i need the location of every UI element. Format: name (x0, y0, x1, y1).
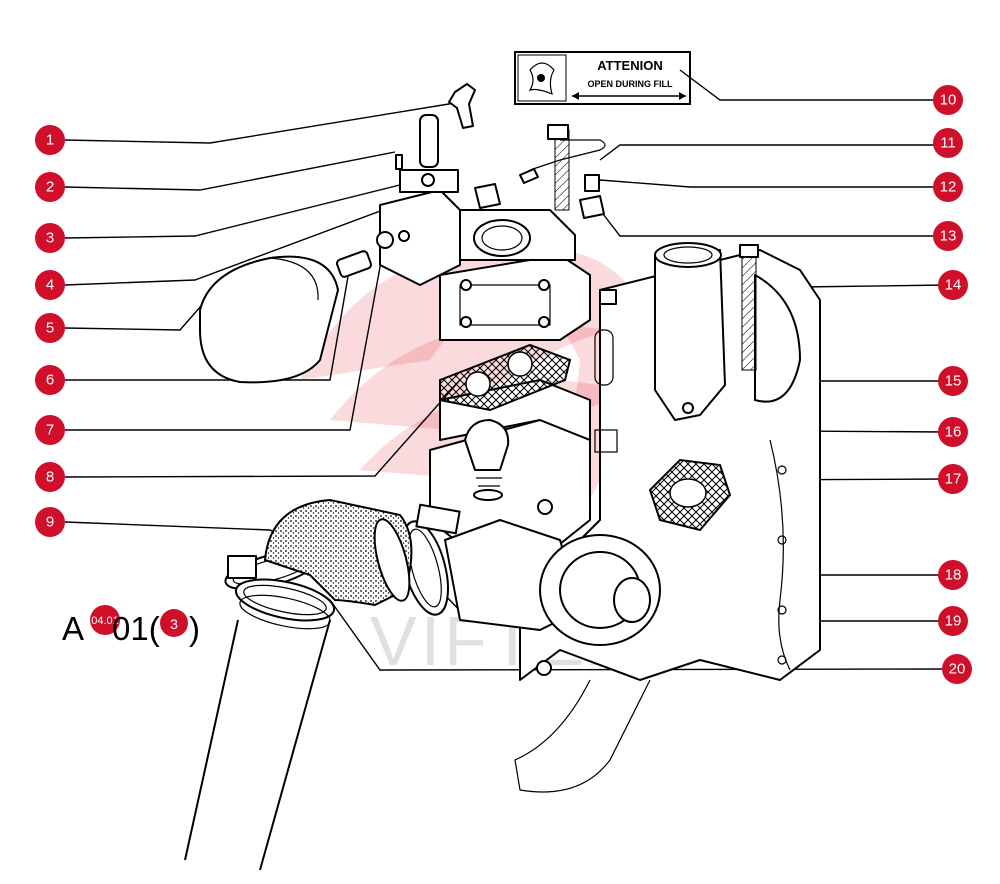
callout-11[interactable]: 11 (933, 128, 963, 158)
svg-text:12: 12 (940, 179, 957, 196)
svg-text:19: 19 (945, 613, 962, 630)
callout-1[interactable]: 1 (35, 125, 65, 155)
oil-filter (199, 255, 339, 384)
water-pump (444, 499, 661, 676)
reference-badge-left-text: 04.01 (91, 615, 119, 627)
callout-12[interactable]: 12 (933, 172, 963, 202)
svg-text:20: 20 (949, 661, 966, 678)
reference-suffix: ) (189, 610, 200, 647)
reference-middle: 01( (112, 610, 160, 647)
callout-7[interactable]: 7 (35, 415, 65, 445)
svg-text:2: 2 (46, 179, 54, 196)
svg-text:8: 8 (46, 469, 54, 486)
svg-text:9: 9 (46, 514, 54, 531)
callout-19[interactable]: 19 (938, 606, 968, 636)
callout-2[interactable]: 2 (35, 172, 65, 202)
gaskets (439, 343, 732, 532)
thermostat (464, 419, 510, 501)
svg-text:16: 16 (945, 424, 962, 441)
callout-16[interactable]: 16 (938, 417, 968, 447)
leader-lines (64, 69, 948, 671)
reference-badge-left (90, 605, 120, 635)
filter-head (376, 83, 476, 286)
warning-title: ATTENION (597, 58, 662, 73)
reference-badge-right-text: 3 (170, 616, 178, 632)
callout-18[interactable]: 18 (938, 560, 968, 590)
svg-text:6: 6 (46, 372, 54, 389)
callout-10[interactable]: 10 (933, 85, 963, 115)
callout-4[interactable]: 4 (35, 270, 65, 300)
warning-label: ATTENION OPEN DURING FILL (514, 51, 691, 105)
svg-text:10: 10 (940, 92, 957, 109)
inlet-pipe (184, 578, 336, 871)
svg-text:11: 11 (940, 135, 956, 152)
callout-13[interactable]: 13 (933, 221, 963, 251)
expansion-tank (654, 242, 759, 421)
callout-8[interactable]: 8 (35, 462, 65, 492)
callout-15[interactable]: 15 (938, 366, 968, 396)
fitting (336, 250, 372, 278)
svg-text:1: 1 (46, 132, 54, 149)
callout-6[interactable]: 6 (35, 365, 65, 395)
hose-clamps (224, 503, 461, 616)
svg-text:3: 3 (46, 230, 54, 247)
callout-20[interactable]: 20 (942, 654, 972, 684)
callout-3[interactable]: 3 (35, 223, 65, 253)
reference-label: A 04.01 01( 3 ) (62, 605, 200, 647)
svg-text:17: 17 (945, 471, 962, 488)
thermostat-housing (429, 209, 618, 561)
callout-5[interactable]: 5 (35, 313, 65, 343)
bleed-pipe (474, 124, 606, 219)
svg-text:15: 15 (945, 373, 962, 390)
svg-text:13: 13 (940, 228, 957, 245)
svg-text:14: 14 (945, 277, 962, 294)
callout-9[interactable]: 9 (35, 507, 65, 537)
callout-17[interactable]: 17 (938, 464, 968, 494)
reference-prefix: A (62, 610, 84, 647)
reference-badge-right (160, 609, 188, 637)
svg-text:4: 4 (46, 277, 54, 294)
elbow-hose (263, 498, 413, 607)
svg-text:7: 7 (46, 422, 54, 439)
warning-subtitle: OPEN DURING FILL (588, 79, 674, 89)
svg-text:5: 5 (46, 320, 54, 337)
svg-text:18: 18 (945, 567, 962, 584)
callout-14[interactable]: 14 (938, 270, 968, 300)
